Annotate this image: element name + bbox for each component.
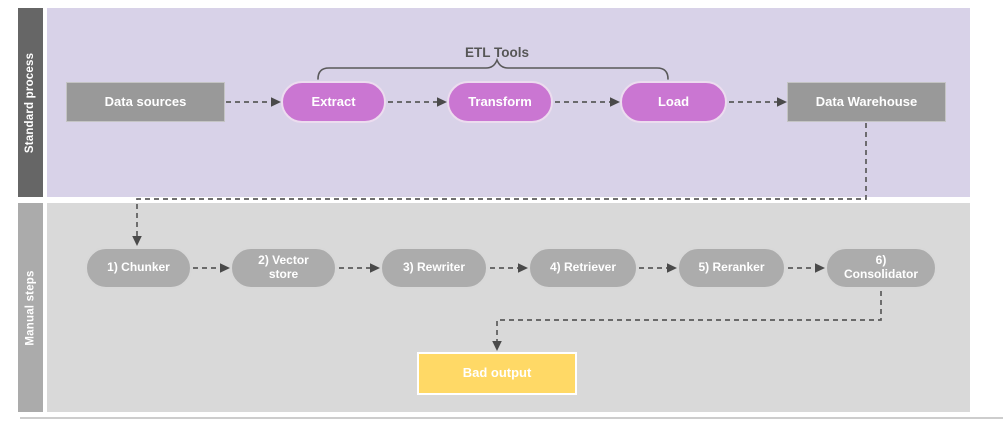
bottom-divider-line [20,417,1003,419]
extract-node: Extract [281,81,386,123]
bad-output-node: Bad output [417,352,577,395]
reranker-node: 5) Reranker [677,247,786,289]
load-node: Load [620,81,727,123]
manual-steps-lane-header: Manual steps [18,203,43,412]
etl-tools-label: ETL Tools [465,45,529,60]
chunker-node: 1) Chunker [85,247,192,289]
etl-tools-brace [317,57,669,80]
data-sources-node: Data sources [66,82,225,122]
data-warehouse-node: Data Warehouse [787,82,946,122]
vector-store-node: 2) Vector store [230,247,337,289]
rewriter-node: 3) Rewriter [380,247,488,289]
retriever-node: 4) Retriever [528,247,638,289]
standard-process-lane-header: Standard process [18,8,43,197]
consolidator-node: 6) Consolidator [825,247,937,289]
transform-node: Transform [447,81,553,123]
